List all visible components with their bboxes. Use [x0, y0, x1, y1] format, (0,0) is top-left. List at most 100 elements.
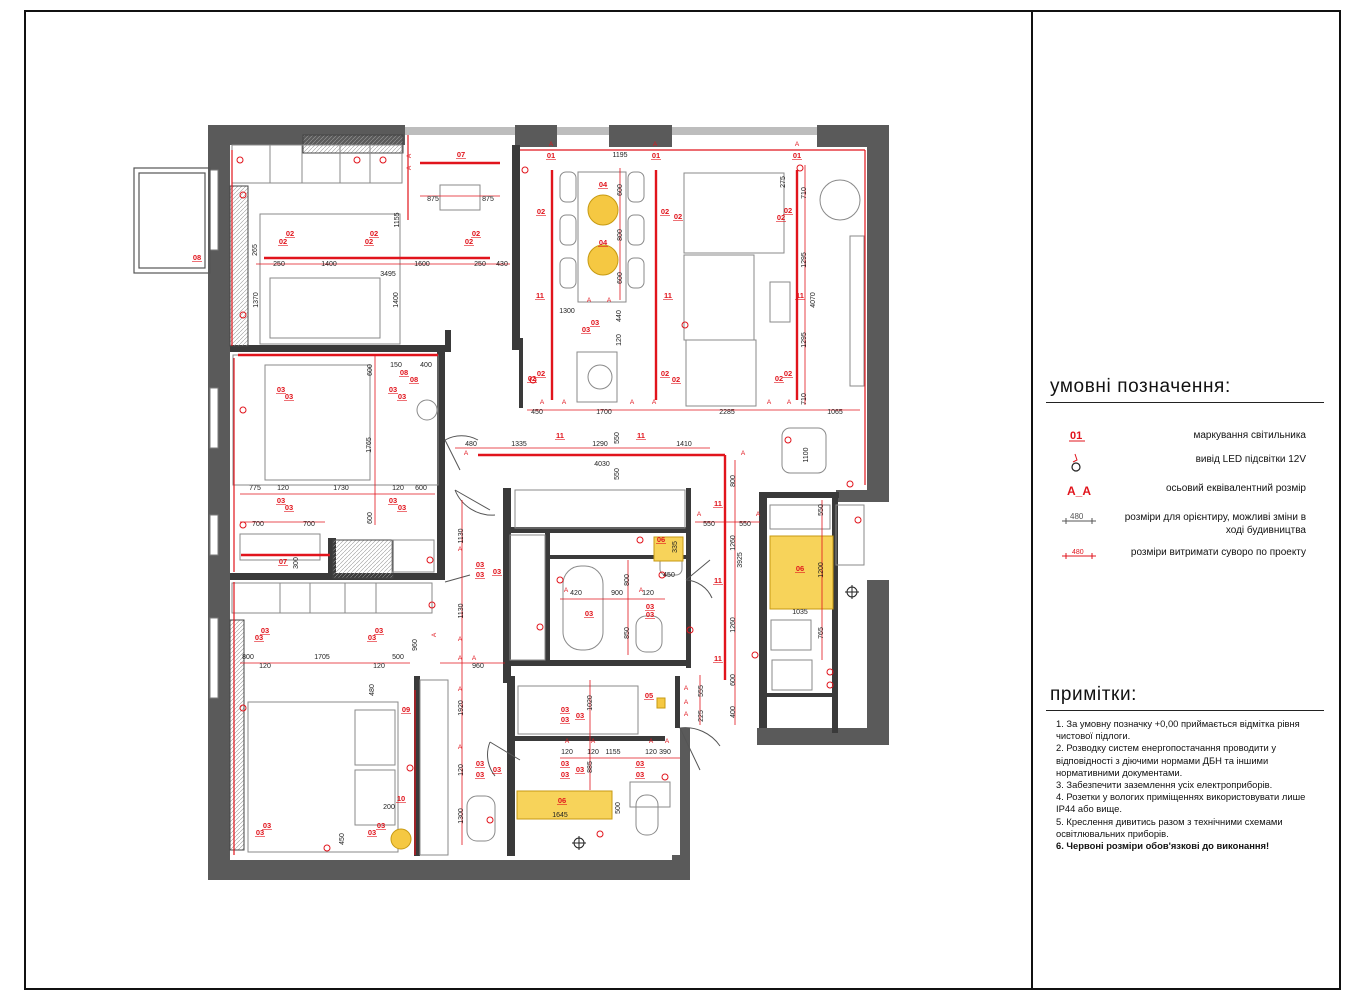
dimension-label: 775: [249, 485, 261, 492]
fixture-mark-label: 03: [368, 633, 376, 642]
dimension-label: 400: [730, 706, 737, 718]
dimension-label: 120: [587, 749, 599, 756]
dimension-label: 335: [672, 541, 679, 553]
fixture-mark-label: 02: [370, 229, 378, 238]
axis-equivalent-label: A: [472, 655, 477, 662]
dimension-label: 120: [561, 749, 573, 756]
axis-equivalent-label: A: [406, 165, 413, 170]
dimension-label: 1920: [458, 700, 465, 716]
fixture-mark-label: 11: [714, 576, 722, 585]
fixture-mark-label: 08: [193, 253, 201, 262]
fixture-mark-label: 11: [796, 291, 804, 300]
axis-equivalent-label: A: [564, 587, 569, 594]
fixture-mark-label: 03: [476, 759, 484, 768]
axis-equivalent-label: A: [406, 153, 413, 158]
dimension-label: 885: [587, 761, 594, 773]
fixture-mark-label: 03: [591, 318, 599, 327]
dimension-label: 1295: [801, 252, 808, 268]
legend-text-strict: розміри витримати суворо по проекту: [1130, 547, 1306, 558]
dimension-label: 3925: [737, 552, 744, 568]
fixture-mark-label: 03: [368, 828, 376, 837]
reference-dimension-icon: 480: [1062, 512, 1096, 524]
dimension-label: 400: [420, 362, 432, 369]
fixture-mark-label: 03: [646, 610, 654, 619]
dimension-label: 600: [367, 364, 374, 376]
windows: [209, 169, 219, 699]
fixture-mark-label: 03: [398, 503, 406, 512]
dimension-label: 800: [624, 574, 631, 586]
dimension-label: 550: [818, 504, 825, 516]
axis-dimension-icon: A_A: [1067, 484, 1091, 498]
dimension-label: 120: [645, 749, 657, 756]
dimension-label: 250: [273, 261, 285, 268]
fixture-mark-label: 11: [714, 499, 722, 508]
fixture-mark-label: 04: [599, 180, 608, 189]
dimension-label: 600: [617, 184, 624, 196]
title-block-divider: [1031, 10, 1033, 990]
dimension-label: 120: [259, 663, 271, 670]
dimension-label: 800: [617, 229, 624, 241]
dimension-label: 150: [390, 362, 402, 369]
fixture-mark-label: 02: [286, 229, 294, 238]
dimension-label: 420: [570, 590, 582, 597]
fixture-mark-label: 03: [476, 770, 484, 779]
fixture-mark-label: 03: [476, 570, 484, 579]
dimension-label: 1730: [333, 485, 349, 492]
fixture-mark-label: 02: [472, 229, 480, 238]
axis-equivalent-label: A: [562, 399, 567, 406]
dimension-label: 200: [383, 804, 395, 811]
dimension-label: 850: [624, 627, 631, 639]
legend-aa-label: A_A: [1067, 484, 1091, 498]
fixture-mark-label: 03: [585, 609, 593, 618]
axis-equivalent-label: A: [697, 511, 702, 518]
dimension-label: 960: [412, 639, 419, 651]
furniture: [231, 144, 865, 856]
note-item: 1. За умовну позначку +0,00 приймається …: [1056, 718, 1300, 742]
fixture-mark-label: 03: [263, 821, 271, 830]
dimension-label: 600: [367, 512, 374, 524]
outer-walls: [208, 125, 889, 880]
dimension-label: 600: [730, 674, 737, 686]
fixture-mark-label: 03: [636, 770, 644, 779]
floor-drain-icons: [572, 585, 859, 850]
dimension-label: 500: [392, 654, 404, 661]
fixture-mark-label: 03: [493, 765, 501, 774]
note-item: 3. Забезпечити заземлення усіх електропр…: [1056, 779, 1273, 791]
dimension-label: 1100: [803, 447, 810, 462]
fixture-mark-label: 03: [493, 567, 501, 576]
dimension-label: 300: [293, 557, 300, 569]
legend-row-fixture-mark: 01 маркування світильника: [1050, 428, 1310, 452]
fixture-mark-label: 04: [599, 238, 608, 247]
dimension-label: 1035: [792, 609, 808, 616]
dimension-label: 1300: [559, 308, 575, 315]
legend-row-strict-dim: 480 розміри витримати суворо по проекту: [1050, 545, 1310, 569]
fixture-mark-label: 09: [402, 705, 410, 714]
dimension-label: 700: [252, 521, 264, 528]
dimension-label: 120: [458, 764, 465, 776]
dimension-label: 120: [277, 485, 289, 492]
legend-text-led: вивід LED підсвітки 12V: [1195, 454, 1306, 465]
fixture-mark-label: 02: [777, 213, 785, 222]
dimension-label: 550: [703, 521, 715, 528]
fixture-mark-label: 03: [561, 770, 569, 779]
fixture-mark-label: 02: [661, 369, 669, 378]
dimension-label: 1295: [801, 332, 808, 348]
fixture-mark-label: 03: [255, 633, 263, 642]
dimension-label: 550: [614, 432, 621, 444]
fixture-mark-label: 03: [389, 385, 397, 394]
drawing-sheet-frame: [24, 10, 1341, 990]
dimension-label: 120: [392, 485, 404, 492]
fixture-mark-label: 01: [793, 151, 801, 160]
dimension-label: 1130: [458, 603, 465, 618]
axis-equivalent-label: A: [565, 738, 570, 745]
dimension-label: 1645: [552, 812, 568, 819]
legend-text-axis: осьовий еквівалентний розмір: [1165, 483, 1306, 494]
axis-equivalent-label: A: [756, 511, 761, 518]
dimension-label: 1155: [605, 749, 620, 756]
dimension-label: 265: [252, 244, 259, 256]
axis-equivalent-label: A: [458, 655, 463, 662]
led-strips: [231, 135, 866, 855]
fixture-mark-label: 05: [645, 691, 653, 700]
dimension-label: 800: [242, 654, 254, 661]
